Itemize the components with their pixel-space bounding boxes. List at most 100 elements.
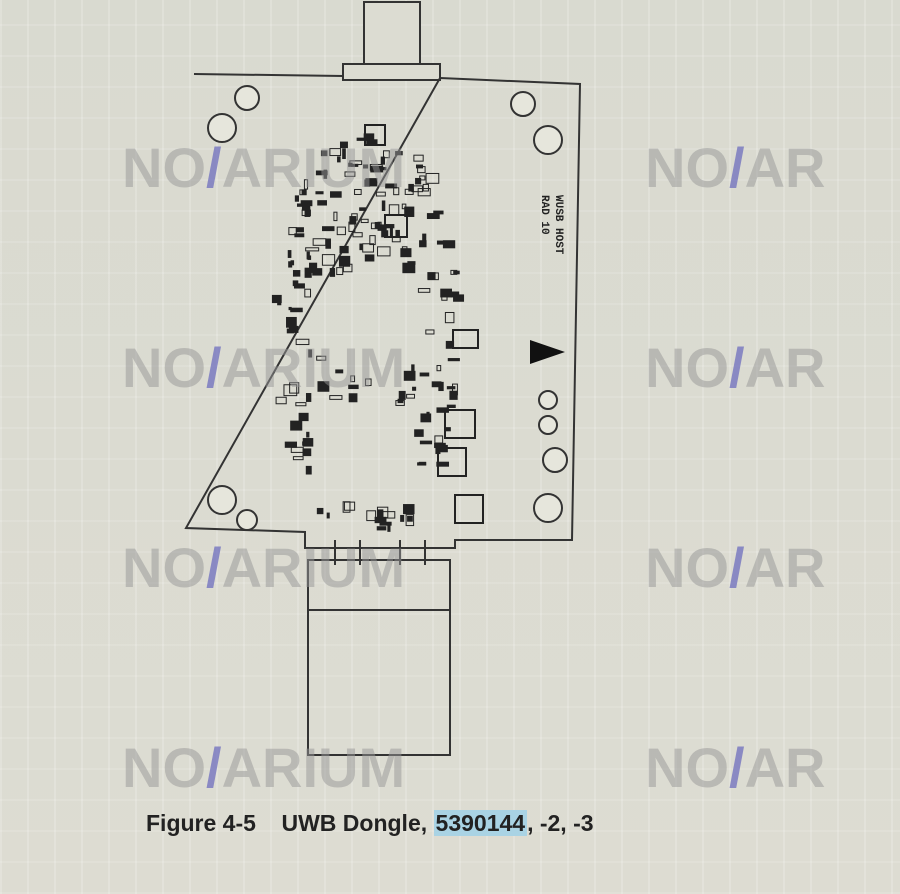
smd-component	[427, 272, 436, 280]
smd-component	[362, 243, 375, 253]
smd-component	[295, 338, 310, 346]
smd-component	[440, 288, 452, 298]
smd-component	[446, 386, 456, 390]
part-number-highlight: 5390144	[433, 810, 528, 836]
smd-component	[302, 438, 314, 447]
figure-suffix: , -2, -3	[527, 810, 594, 836]
smd-component	[369, 235, 376, 246]
mounting-hole	[542, 447, 568, 473]
smd-component	[292, 280, 299, 287]
smd-component	[412, 386, 417, 391]
smd-component	[406, 393, 416, 399]
smd-component	[417, 166, 426, 174]
smd-component	[426, 213, 440, 220]
smd-component	[298, 412, 309, 422]
smd-component	[403, 370, 416, 381]
smd-component	[445, 427, 451, 432]
smd-component	[407, 515, 413, 522]
smd-component	[342, 501, 351, 513]
smd-component	[384, 224, 395, 229]
smd-component	[377, 224, 387, 231]
smd-component	[283, 384, 298, 397]
smd-component	[292, 456, 304, 461]
smd-component	[422, 183, 429, 192]
mounting-hole	[236, 509, 258, 531]
ic-package	[364, 124, 386, 146]
smd-component	[348, 384, 359, 390]
smd-component	[359, 243, 363, 251]
ic-package	[444, 409, 476, 439]
smd-component	[359, 207, 367, 211]
watermark: NO/AR	[645, 136, 826, 199]
smd-component	[365, 378, 372, 387]
smd-component	[378, 167, 387, 171]
smd-component	[370, 165, 384, 173]
smd-component	[360, 218, 369, 224]
ic-package	[454, 494, 484, 524]
smd-component	[335, 369, 344, 374]
smd-component	[329, 268, 336, 277]
top-connector	[363, 1, 421, 67]
bottom-connector	[307, 559, 451, 756]
figure-label: Figure 4-5	[146, 810, 256, 836]
smd-component	[404, 206, 415, 217]
mounting-hole	[207, 485, 237, 515]
smd-component	[365, 178, 378, 187]
smd-component	[395, 400, 405, 406]
components	[271, 124, 484, 532]
silkscreen-line1: WUSB HOST	[552, 195, 564, 255]
smd-component	[408, 183, 414, 192]
smd-component	[320, 150, 328, 157]
smd-component	[383, 150, 390, 159]
smd-component	[305, 393, 312, 402]
figure-caption: Figure 4-5 UWB Dongle, 5390144, -2, -3	[146, 810, 594, 837]
watermark: NO/AR	[645, 336, 826, 399]
smd-component	[290, 420, 303, 431]
smd-component	[413, 154, 424, 162]
smd-component	[348, 162, 353, 167]
smd-component	[450, 269, 458, 275]
smd-component	[329, 148, 342, 157]
smd-component	[374, 516, 387, 524]
smd-component	[401, 246, 408, 252]
smd-component	[398, 390, 406, 400]
smd-component	[289, 382, 300, 394]
smd-component	[433, 210, 444, 215]
smd-component	[344, 171, 356, 177]
mounting-hole	[510, 91, 536, 117]
smd-component	[295, 227, 304, 233]
smd-component	[419, 175, 426, 181]
ic-package	[437, 447, 467, 477]
esd-warning-icon	[530, 340, 565, 364]
smd-component	[364, 179, 371, 187]
smd-component	[411, 364, 415, 372]
smd-component	[379, 521, 392, 526]
smd-component	[290, 307, 303, 313]
smd-component	[323, 169, 328, 179]
smd-component	[445, 340, 455, 349]
watermark: NO/ARIUM	[122, 336, 406, 399]
smd-component	[317, 381, 330, 392]
smd-component	[354, 188, 362, 195]
smd-component	[380, 156, 385, 165]
smd-component	[402, 262, 416, 274]
smd-component	[415, 177, 422, 185]
smd-component	[403, 504, 415, 515]
board-outline	[184, 73, 582, 549]
smd-component	[436, 240, 446, 245]
ic-package	[452, 329, 479, 349]
smd-component	[342, 148, 346, 160]
smd-component	[287, 250, 292, 258]
smd-component	[374, 221, 381, 229]
smd-component	[436, 407, 449, 413]
smd-component	[294, 195, 299, 202]
smd-component	[401, 203, 407, 210]
smd-component	[284, 441, 298, 448]
smd-component	[444, 311, 455, 324]
smd-component	[305, 465, 312, 475]
smd-component	[351, 163, 359, 167]
mounting-hole	[533, 125, 563, 155]
smd-component	[303, 179, 309, 190]
smd-component	[436, 461, 450, 467]
